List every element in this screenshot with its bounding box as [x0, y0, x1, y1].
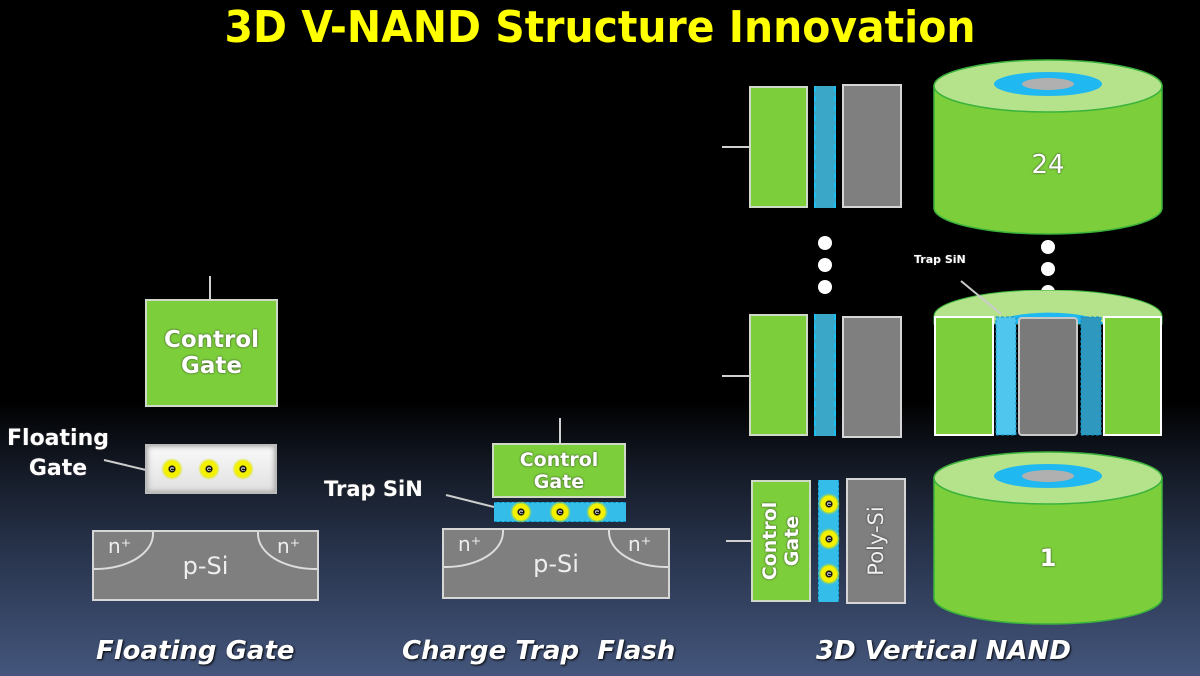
control-gate-lead [209, 276, 211, 300]
electron-icon: e [232, 458, 254, 480]
caption-floating-gate: Floating Gate [96, 636, 295, 666]
ellipsis-dot [818, 236, 832, 250]
vnand-gate-middle [749, 314, 808, 436]
vnand-trap-sin-pointer [960, 280, 1002, 315]
trap-sin-pointer [445, 494, 495, 508]
substrate-label: p-Si [182, 552, 229, 580]
electron-icon: e [818, 493, 840, 515]
vnand-poly-si: Poly-Si [846, 478, 906, 604]
ellipsis-dot [1041, 240, 1055, 254]
vnand-control-gate-label-1: Control [759, 501, 781, 581]
floating-gate-label: Floating Gate [2, 424, 114, 484]
floating-gate: e e e [145, 444, 277, 494]
vnand-gate-top [749, 86, 808, 208]
floating-gate-label-2: Gate [28, 456, 88, 481]
electron-icon: e [198, 458, 220, 480]
layer-number-24: 24 [1031, 150, 1065, 180]
ct-substrate: n⁺ n⁺ p-Si [442, 528, 670, 599]
electron-icon: e [161, 458, 183, 480]
cell-lead-top [722, 146, 750, 148]
cell-lead-bottom [726, 540, 752, 542]
electron-icon: e [586, 501, 608, 523]
ellipsis-dot [1041, 262, 1055, 276]
vnand-channel-middle [842, 316, 902, 438]
floating-gate-pointer [103, 459, 147, 471]
substrate-label: p-Si [533, 550, 579, 578]
vnand-trap-sin-label: Trap SiN [914, 253, 966, 266]
layer-number-1: 1 [1039, 544, 1057, 572]
vnand-control-gate-label: Control Gate [759, 502, 803, 581]
trap-sin-label: Trap SiN [324, 477, 423, 501]
ellipsis-dot [818, 280, 832, 294]
caption-charge-trap-flash: Charge Trap Flash [402, 636, 676, 666]
floating-gate-label-1: Floating [7, 426, 109, 451]
ct-control-gate: Control Gate [492, 443, 626, 498]
vnand-control-gate: Control Gate [751, 480, 811, 602]
electron-icon: e [510, 501, 532, 523]
fg-control-gate-label-1: Control [163, 327, 260, 353]
cylinder-cutaway [933, 290, 1163, 436]
vnand-trap-top [814, 86, 836, 208]
electron-icon: e [549, 501, 571, 523]
vnand-trap-layer: e e e [818, 480, 840, 602]
cylinder-layer-24 [933, 59, 1163, 235]
ct-trap-layer: e e e [494, 501, 626, 523]
electron-icon: e [818, 563, 840, 585]
ct-control-gate-lead [559, 418, 561, 444]
fg-control-gate-label-2: Gate [181, 353, 242, 379]
ellipsis-dot [818, 258, 832, 272]
poly-si-label: Poly-Si [864, 506, 888, 576]
fg-control-gate: Control Gate [145, 299, 278, 407]
page-title: 3D V-NAND Structure Innovation [224, 2, 976, 53]
vnand-control-gate-label-2: Gate [781, 515, 803, 567]
vnand-trap-middle [814, 314, 836, 436]
ct-control-gate-label-2: Gate [533, 470, 585, 493]
cylinder-layer-1 [933, 451, 1163, 625]
caption-3d-vertical-nand: 3D Vertical NAND [816, 636, 1071, 666]
ct-control-gate-label-1: Control [519, 448, 599, 471]
cell-lead-middle [722, 375, 750, 377]
vnand-channel-top [842, 84, 902, 208]
electron-icon: e [818, 528, 840, 550]
fg-substrate: n⁺ n⁺ p-Si [92, 530, 319, 601]
